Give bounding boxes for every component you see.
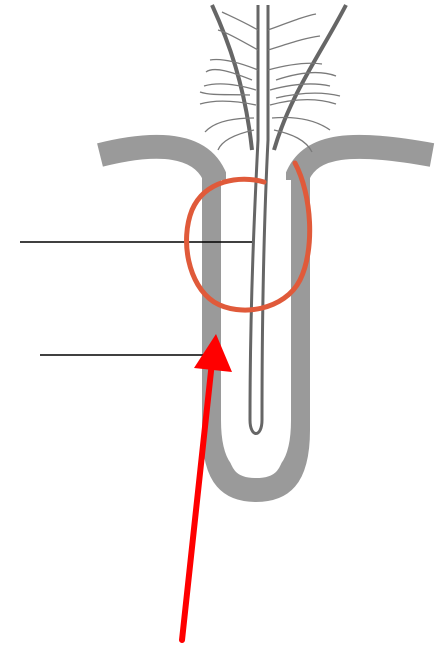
feather-barbs [200,12,340,152]
follicle-inner [226,180,286,470]
feather-shaft [250,5,268,434]
